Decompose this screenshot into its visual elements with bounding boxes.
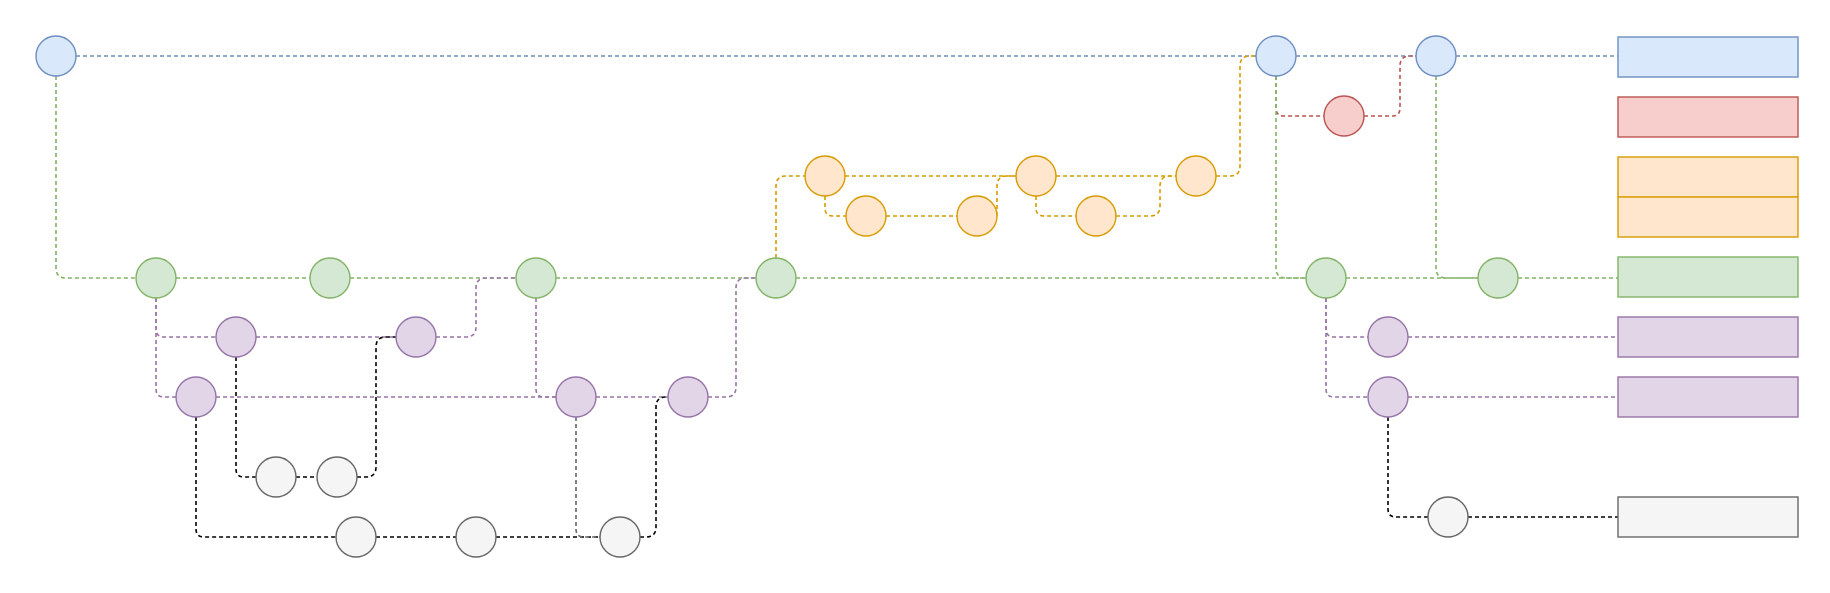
release-commit-node: [804, 155, 846, 197]
develop-commit-node: [515, 257, 557, 299]
release-commit-node: [1015, 155, 1057, 197]
bugfix-commit-node: [255, 456, 297, 498]
develop-commit-node: [1305, 257, 1347, 299]
release-edge: [824, 196, 846, 217]
bugfix-commit-node: [1427, 496, 1469, 538]
release-edge: [1216, 55, 1256, 177]
bugfix-branch-label-box: [1617, 496, 1799, 538]
release-commit-node: [956, 195, 998, 237]
master-commit-node: [1255, 35, 1297, 77]
feature-commit-node: [555, 376, 597, 418]
develop-commit-node: [755, 257, 797, 299]
nodes-layer: [35, 35, 1519, 558]
feature-branch-label-box: [1617, 376, 1799, 418]
release-edge: [775, 175, 805, 258]
develop-edge: [1275, 76, 1306, 279]
release-branch-label-box: [1617, 196, 1799, 238]
feature-commit-node: [1367, 316, 1409, 358]
bugfix-edge: [357, 336, 396, 478]
bugfix-edge: [235, 357, 256, 478]
release-commit-node: [1075, 195, 1117, 237]
release-commit-node: [1175, 155, 1217, 197]
feature-edge: [1325, 298, 1368, 398]
develop-commit-node: [135, 257, 177, 299]
release-commit-node: [845, 195, 887, 237]
develop-commit-node: [309, 257, 351, 299]
feature-edge: [436, 277, 516, 338]
feature-edge: [535, 298, 556, 398]
bugfix-commit-node: [335, 516, 377, 558]
develop-commit-node: [1477, 257, 1519, 299]
bugfix-edge: [640, 396, 668, 538]
feature-edge: [155, 298, 176, 398]
feature-edge: [155, 298, 216, 338]
release-branch-label-box: [1617, 156, 1799, 198]
feature-commit-node: [215, 316, 257, 358]
bugfix-edge: [575, 417, 600, 538]
feature-edge: [708, 277, 756, 398]
bugfix-commit-node: [316, 456, 358, 498]
hotfix-edge: [1364, 55, 1416, 117]
feature-commit-node: [667, 376, 709, 418]
feature-commit-node: [1367, 376, 1409, 418]
release-edge: [996, 175, 1016, 216]
release-edge: [1035, 196, 1076, 217]
bugfix-commit-node: [455, 516, 497, 558]
bugfix-edge: [1387, 417, 1428, 518]
bugfix-edge: [195, 417, 336, 538]
hotfix-branch-label-box: [1617, 96, 1799, 138]
release-edge: [1116, 175, 1176, 217]
hotfix-commit-node: [1323, 95, 1365, 137]
edges-layer: [55, 55, 1618, 538]
master-commit-node: [1415, 35, 1457, 77]
hotfix-edge: [1275, 76, 1324, 117]
feature-commit-node: [395, 316, 437, 358]
master-commit-node: [35, 35, 77, 77]
bugfix-commit-node: [599, 516, 641, 558]
develop-edge: [1435, 76, 1478, 279]
develop-branch-label-box: [1617, 256, 1799, 298]
feature-branch-label-box: [1617, 316, 1799, 358]
feature-edge: [1325, 298, 1368, 338]
legend-layer: [1617, 36, 1799, 538]
develop-edge: [55, 76, 136, 279]
feature-commit-node: [175, 376, 217, 418]
master-branch-label-box: [1617, 36, 1799, 78]
